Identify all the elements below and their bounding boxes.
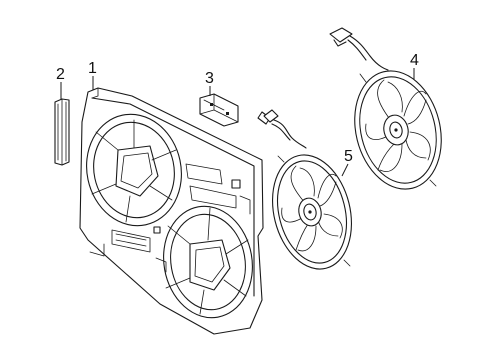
part-3-bracket: [199, 93, 239, 127]
part-4-large-fan: [329, 27, 442, 190]
callout-leader: [341, 163, 349, 177]
callout-label: 5: [344, 148, 353, 165]
callout-label: 4: [410, 52, 419, 69]
callout-3: 3: [205, 70, 214, 96]
callout-5: 5: [341, 148, 353, 177]
callout-label: 1: [88, 60, 97, 77]
callout-label: 3: [205, 70, 214, 87]
callout-label: 2: [56, 66, 65, 83]
callout-2: 2: [56, 66, 65, 99]
callout-4: 4: [410, 52, 419, 80]
part-1-fan-shroud: [79, 87, 264, 335]
part-2-seal-strip: [54, 98, 70, 166]
callout-1: 1: [88, 60, 97, 90]
part-5-small-fan: [257, 109, 353, 270]
